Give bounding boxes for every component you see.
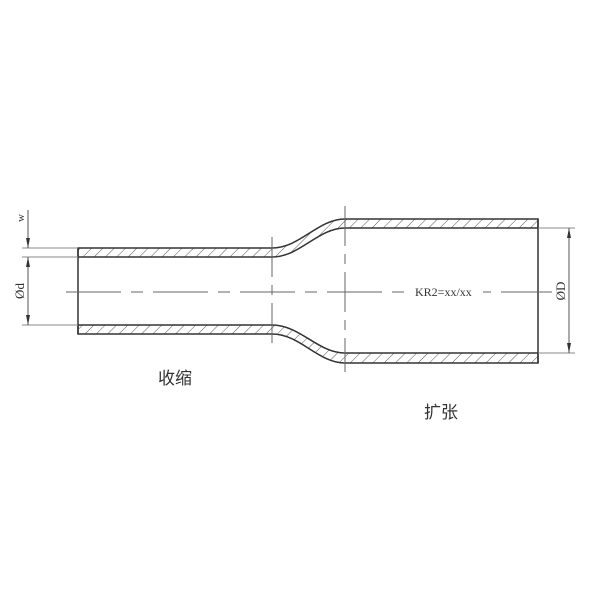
expand-label: 扩张 (424, 403, 458, 423)
D-arrow-top-icon (567, 228, 571, 238)
d-label: Ød (12, 283, 27, 299)
ratio-label: KR2=xx/xx (415, 285, 472, 299)
shrink-label: 收缩 (158, 369, 192, 389)
ratio-label-bg (413, 284, 483, 298)
d-arrow-top-icon (26, 257, 30, 267)
upper-wall (77, 218, 539, 258)
w-label: w (15, 214, 27, 222)
D-label: ØD (553, 282, 568, 301)
D-arrow-bottom-icon (567, 343, 571, 353)
lower-wall (77, 324, 539, 364)
d-arrow-bottom-icon (26, 315, 30, 325)
w-arrow-icon (26, 238, 30, 248)
